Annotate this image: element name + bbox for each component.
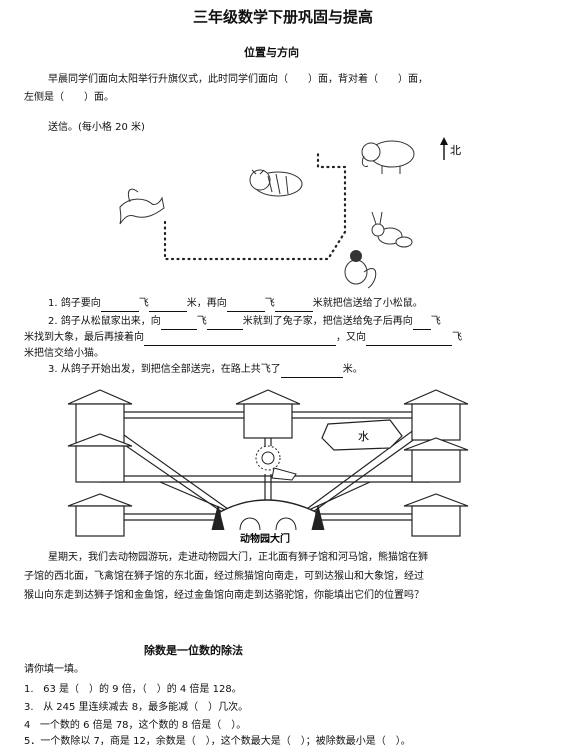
q2-blank-3[interactable] (412, 317, 431, 330)
q2-blank-5[interactable] (240, 333, 336, 346)
section-heading-division: 除数是一位数的除法 (144, 644, 243, 657)
route-map: 北 (119, 137, 461, 289)
zoo-paragraph-line-3: 猴山向东走到达狮子馆和金鱼馆，经过金鱼馆向南走到达骆驼馆，你能填出它们的位置吗？ (24, 590, 424, 601)
page-title: 三年级数学下册巩固与提高 (192, 8, 373, 26)
division-question-3: 3. 从 245 里连续减去 8，最多能减（ ）几次。 (24, 702, 249, 713)
zoo-buildings (67, 389, 469, 537)
question-2-line-3: 米把信交给小猫。 (24, 348, 104, 359)
tiger-cat-icon (249, 169, 303, 197)
gate-label: 动物园大门 (240, 532, 290, 544)
water-label: 水 (358, 430, 369, 443)
letter-task-label: 送信。(每小格 20 米) (48, 122, 145, 133)
fill-in-instruction: 请你填一填。 (24, 664, 84, 675)
q2-blank-1[interactable] (160, 317, 197, 330)
question-3: 3. 从鸽子开始出发，到把信全部送完，在路上共飞了米。 (48, 362, 363, 378)
squirrel-icon (344, 250, 377, 289)
zoo-gate (211, 499, 325, 531)
q1-blank-distance[interactable] (148, 299, 187, 312)
q2-blank-6[interactable] (366, 333, 452, 346)
lion-icon (255, 445, 297, 481)
division-question-4: 4 一个数的 6 倍是 78，这个数的 8 倍是（ ）。 (24, 720, 247, 731)
division-question-1: 1. 63 是（ ）的 9 倍，（ ）的 4 倍是 128。 (24, 684, 242, 695)
route-path (163, 148, 347, 261)
zoo-map: 水 动物园大门 (67, 389, 469, 544)
elephant-icon (361, 140, 415, 174)
section-heading-position: 位置与方向 (244, 46, 299, 59)
q2-blank-4[interactable] (144, 333, 240, 346)
question-2-line-1: 2. 鸽子从松鼠家出来，向飞米就到了兔子家，把信送给兔子后再向飞 (48, 314, 441, 330)
intro-line-1: 早晨同学们面向太阳举行升旗仪式，此时同学们面向（ ）面，背对着（ ）面， (48, 74, 428, 85)
question-1: 1. 鸽子要向飞米，再向飞米就把信送给了小松鼠。 (48, 296, 423, 312)
division-question-5-cut: 5．一个数除以 7，商是 12，余数是（ ），这个数最大是（ ）；被除数最小是（… (24, 736, 411, 747)
water-pond (321, 419, 403, 451)
pigeon-icon (119, 188, 165, 225)
zoo-paragraph-line-2: 子馆的西北面，飞禽馆在狮子馆的东北面，经过熊猫馆向南走，可到达猴山和大象馆，经过 (24, 571, 424, 582)
question-2-line-2: 米找到大象，最后再接着向，又向飞 (24, 330, 462, 346)
q1-blank-direction[interactable] (100, 299, 139, 312)
q3-blank[interactable] (280, 365, 343, 378)
north-arrow (440, 137, 448, 160)
north-label: 北 (450, 144, 461, 157)
zoo-paragraph-line-1: 星期天，我们去动物园游玩，走进动物园大门，正北面有狮子馆和河马馆，熊猫馆在狮 (48, 552, 428, 563)
q1-blank-direction-2[interactable] (226, 299, 265, 312)
q2-blank-2[interactable] (206, 317, 243, 330)
q1-blank-distance-2[interactable] (274, 299, 313, 312)
rabbit-icon (371, 211, 413, 248)
intro-line-2: 左侧是（ ）面。 (24, 92, 114, 103)
